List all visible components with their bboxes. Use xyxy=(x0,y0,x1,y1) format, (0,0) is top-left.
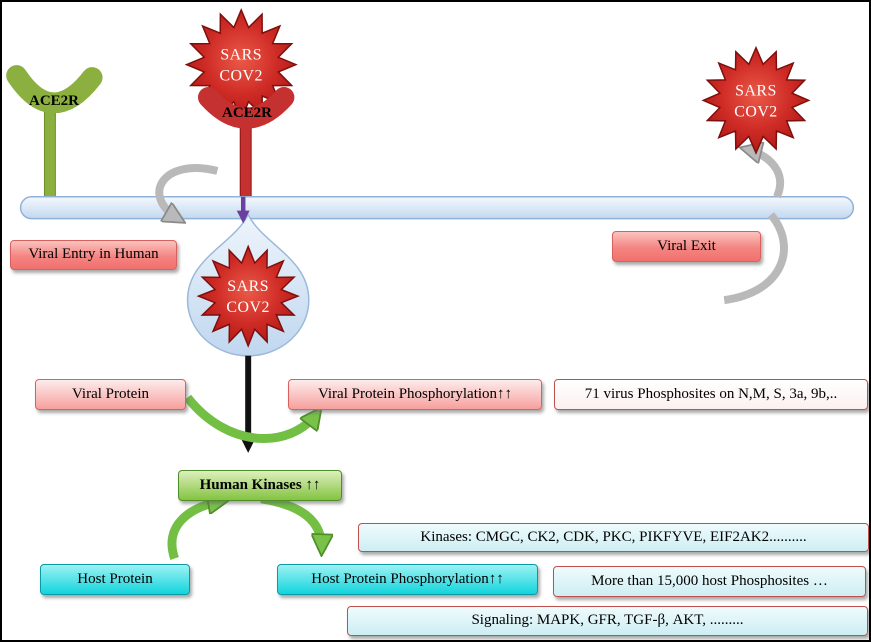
sars-exit-label-line2: COV2 xyxy=(734,103,777,120)
ace2r-green-stem xyxy=(43,108,56,202)
viral-protein-phosphorylation-arrow xyxy=(184,394,318,443)
sars-cov2-virion-inside xyxy=(196,244,300,348)
ace2r-red-cup xyxy=(197,86,295,129)
virus-phosphosites-box: 71 virus Phosphosites on N,M, S, 3a, 9b,… xyxy=(554,379,868,410)
ace2r-red-label: ACE2R xyxy=(221,105,272,121)
host-protein-to-kinases-arrow xyxy=(167,501,223,560)
sars-top-label-line2: COV2 xyxy=(219,68,262,85)
sars-droplet-label-line2: COV2 xyxy=(226,299,269,316)
viral-exit-box: Viral Exit xyxy=(612,231,761,262)
sars-cov2-virion-exit xyxy=(701,45,811,155)
viral-entry-arrow xyxy=(155,164,219,220)
human-kinases-box: Human Kinases ↑↑ xyxy=(178,470,342,501)
viral-exit-arrow-lower xyxy=(723,212,788,305)
host-protein-box: Host Protein xyxy=(40,564,190,595)
ace2r-red-stem xyxy=(239,118,252,204)
kinases-list-box: Kinases: CMGC, CK2, CDK, PKC, PIKFYVE, E… xyxy=(358,523,869,552)
sars-droplet-label-line1: SARS xyxy=(227,278,269,295)
host-phosphosites-box: More than 15,000 host Phosphosites … xyxy=(553,566,866,597)
cell-membrane xyxy=(19,196,855,220)
ace2r-green-label: ACE2R xyxy=(28,93,79,109)
sars-exit-label-line1: SARS xyxy=(735,82,777,99)
sars-top-label-line1: SARS xyxy=(220,47,262,64)
kinases-to-host-phosphorylation-arrow xyxy=(260,494,322,550)
viral-protein-box: Viral Protein xyxy=(35,379,186,410)
viral-exit-arrow-upper xyxy=(746,149,785,199)
ace2r-green-cup xyxy=(6,65,103,114)
host-protein-phosphorylation-box: Host Protein Phosphorylation↑↑ xyxy=(277,564,538,595)
signaling-box: Signaling: MAPK, GFR, TGF-β, AKT, ......… xyxy=(347,606,868,636)
viral-protein-phosphorylation-box: Viral Protein Phosphorylation↑↑ xyxy=(288,379,542,410)
viral-entry-box: Viral Entry in Human xyxy=(10,240,177,270)
